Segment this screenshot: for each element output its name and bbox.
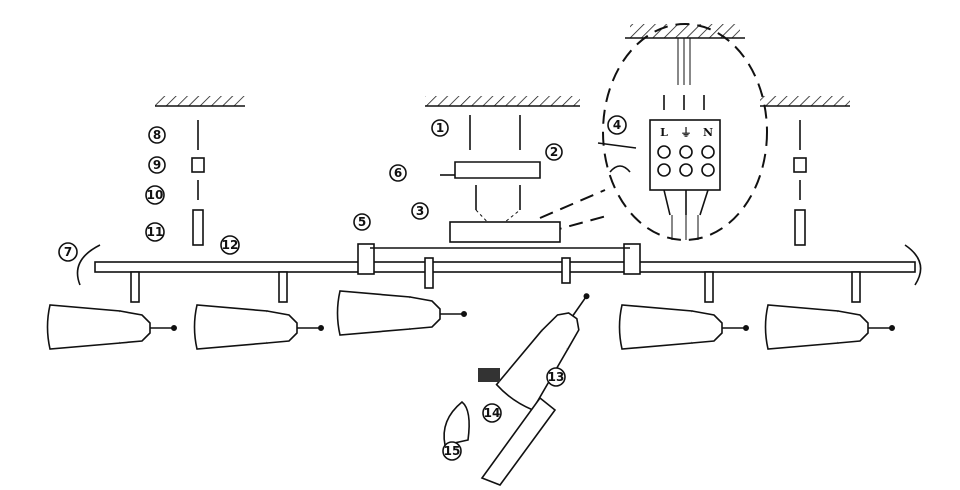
svg-text:11: 11 (147, 225, 164, 239)
canopy (449, 221, 561, 243)
terminal-detail: L ⏚ N (597, 23, 768, 241)
svg-text:12: 12 (222, 238, 239, 252)
svg-text:3: 3 (416, 204, 424, 218)
step-6: 6 (389, 164, 407, 182)
svg-text:13: 13 (548, 370, 565, 384)
rotate-arrow-icon (609, 165, 631, 173)
svg-text:8: 8 (153, 128, 161, 142)
shade-ring (480, 396, 557, 486)
step-12: 12 (220, 235, 240, 255)
svg-text:6: 6 (394, 166, 402, 180)
step-15: 15 (442, 441, 462, 461)
side-fixing-left (191, 120, 205, 246)
step-9: 9 (148, 156, 166, 174)
step-11: 11 (145, 222, 165, 242)
step-1: 1 (431, 119, 449, 137)
svg-text:10: 10 (147, 188, 164, 202)
lamp-socket (478, 368, 500, 382)
step-13: 13 (546, 367, 566, 387)
step-7: 7 (58, 242, 78, 262)
svg-text:7: 7 (64, 245, 72, 259)
rotate-arrow-left-icon (76, 244, 101, 286)
step-14: 14 (482, 403, 502, 423)
screwdriver-icon (597, 142, 637, 149)
rotate-arrow-right-icon (904, 244, 922, 286)
svg-text:5: 5 (358, 215, 366, 229)
spotlights (46, 257, 896, 486)
step-4: 4 (607, 115, 627, 135)
light-bar (94, 243, 916, 275)
label-live: L (660, 126, 668, 139)
side-fixing-right (793, 120, 807, 246)
ceiling-center (425, 96, 580, 107)
candle-bulb (443, 400, 470, 446)
label-neutral: N (703, 126, 713, 139)
svg-text:4: 4 (613, 118, 621, 132)
step-10: 10 (145, 185, 165, 205)
svg-text:9: 9 (153, 158, 161, 172)
ceiling-left (155, 96, 245, 107)
step-3: 3 (411, 202, 429, 220)
svg-text:1: 1 (436, 121, 444, 135)
svg-text:2: 2 (550, 145, 558, 159)
step-5: 5 (353, 213, 371, 231)
step-2: 2 (545, 143, 563, 161)
svg-text:15: 15 (444, 444, 461, 458)
mounting-bracket (440, 115, 561, 243)
terminal-screws (657, 145, 715, 177)
svg-text:14: 14 (484, 406, 501, 420)
step-8: 8 (148, 126, 166, 144)
step-labels: 1 2 3 4 5 6 7 8 9 10 11 12 13 14 15 (58, 115, 627, 461)
ceiling-right (760, 96, 850, 107)
label-earth: ⏚ (681, 126, 692, 139)
